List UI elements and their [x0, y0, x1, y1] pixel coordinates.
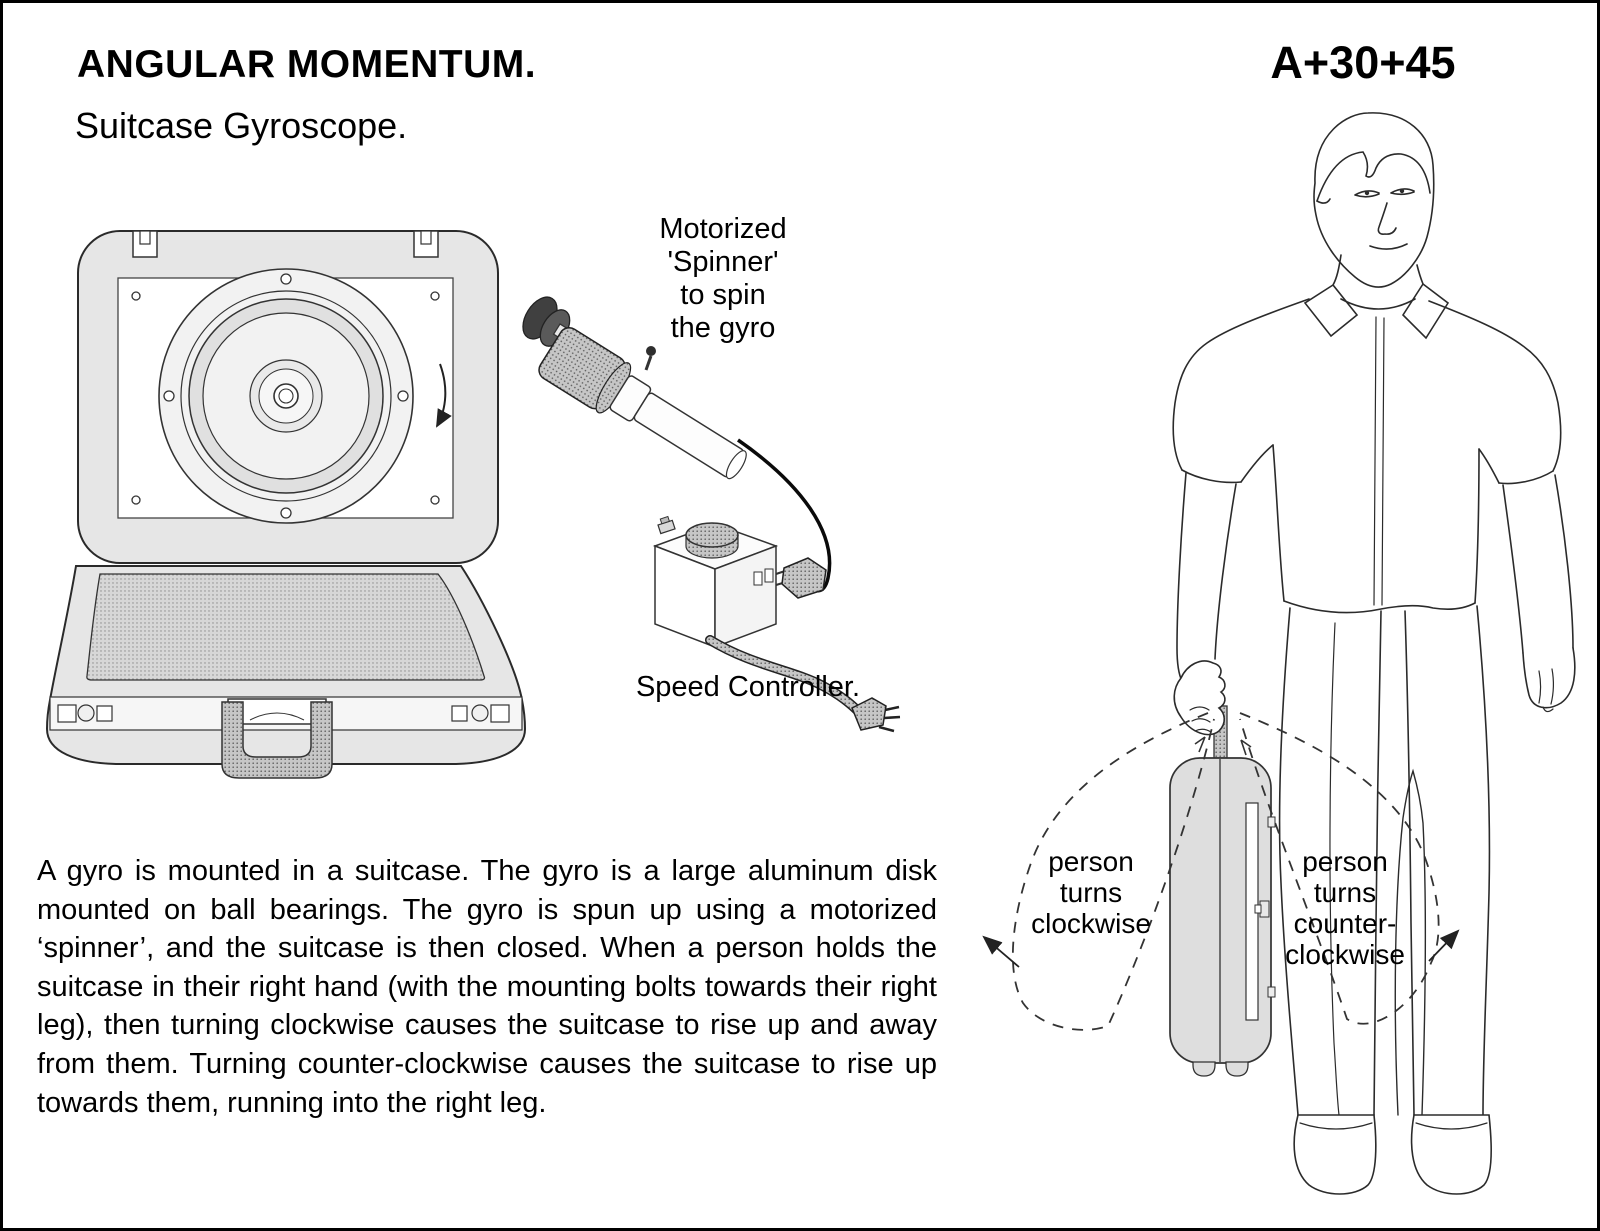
motorized-spinner [522, 296, 832, 593]
open-suitcase-illustration [45, 230, 527, 779]
spinner-and-controller-illustration [522, 296, 901, 733]
panel-screws [131, 291, 440, 505]
latch-left [57, 704, 113, 723]
turn-clockwise-label: person turns clockwise [1031, 846, 1151, 939]
left-hand [1173, 660, 1226, 736]
suitcase-bottom-shell [45, 565, 527, 779]
turn-counterclockwise-label: person turns counter- clockwise [1285, 846, 1405, 970]
left-shoe [1293, 1114, 1377, 1195]
hair-fringe [1316, 151, 1431, 202]
catalog-number: A+30+45 [1270, 37, 1456, 88]
speed-controller-label: Speed Controller. [635, 671, 861, 703]
person-figure [1172, 112, 1576, 1195]
person-with-suitcase-illustration [982, 112, 1576, 1195]
arrow-up-left [982, 935, 1020, 968]
trajectory-barbs [1194, 736, 1252, 756]
spinner-chuck-key [644, 346, 656, 371]
case-interior-lining [86, 573, 486, 681]
arrow-up-right [1428, 929, 1460, 962]
rotation-arrow-icon [436, 363, 452, 428]
latch-right [451, 704, 510, 723]
controller-knob [685, 522, 739, 559]
right-hand [1522, 647, 1576, 709]
suitcase-lid [77, 230, 499, 564]
trajectory-arcs [1011, 712, 1440, 1031]
head-outline [1313, 112, 1435, 288]
speed-controller [652, 515, 901, 733]
description-paragraph: A gyro is mounted in a suitcase. The gyr… [37, 855, 937, 1119]
hinge-tab-right [413, 230, 439, 258]
power-cord [705, 635, 865, 718]
spinner-label: Motorized 'Spinner' to spin the gyro [659, 213, 787, 344]
dashed-trajectory-clockwise [1011, 712, 1215, 1031]
power-plug [851, 697, 901, 733]
controller-switch [657, 515, 676, 535]
pant-fold [1394, 768, 1426, 1116]
right-shoe [1410, 1114, 1492, 1195]
hinge-tab-left [132, 230, 158, 258]
direction-arrows [982, 929, 1460, 968]
cable-plug [775, 557, 827, 599]
page-subtitle: Suitcase Gyroscope. [75, 105, 408, 146]
gyro-disk [158, 268, 414, 524]
suitcase-handle [221, 698, 333, 779]
page-title: ANGULAR MOMENTUM. [77, 43, 537, 86]
dashed-trajectory-counterclockwise [1239, 712, 1440, 1025]
